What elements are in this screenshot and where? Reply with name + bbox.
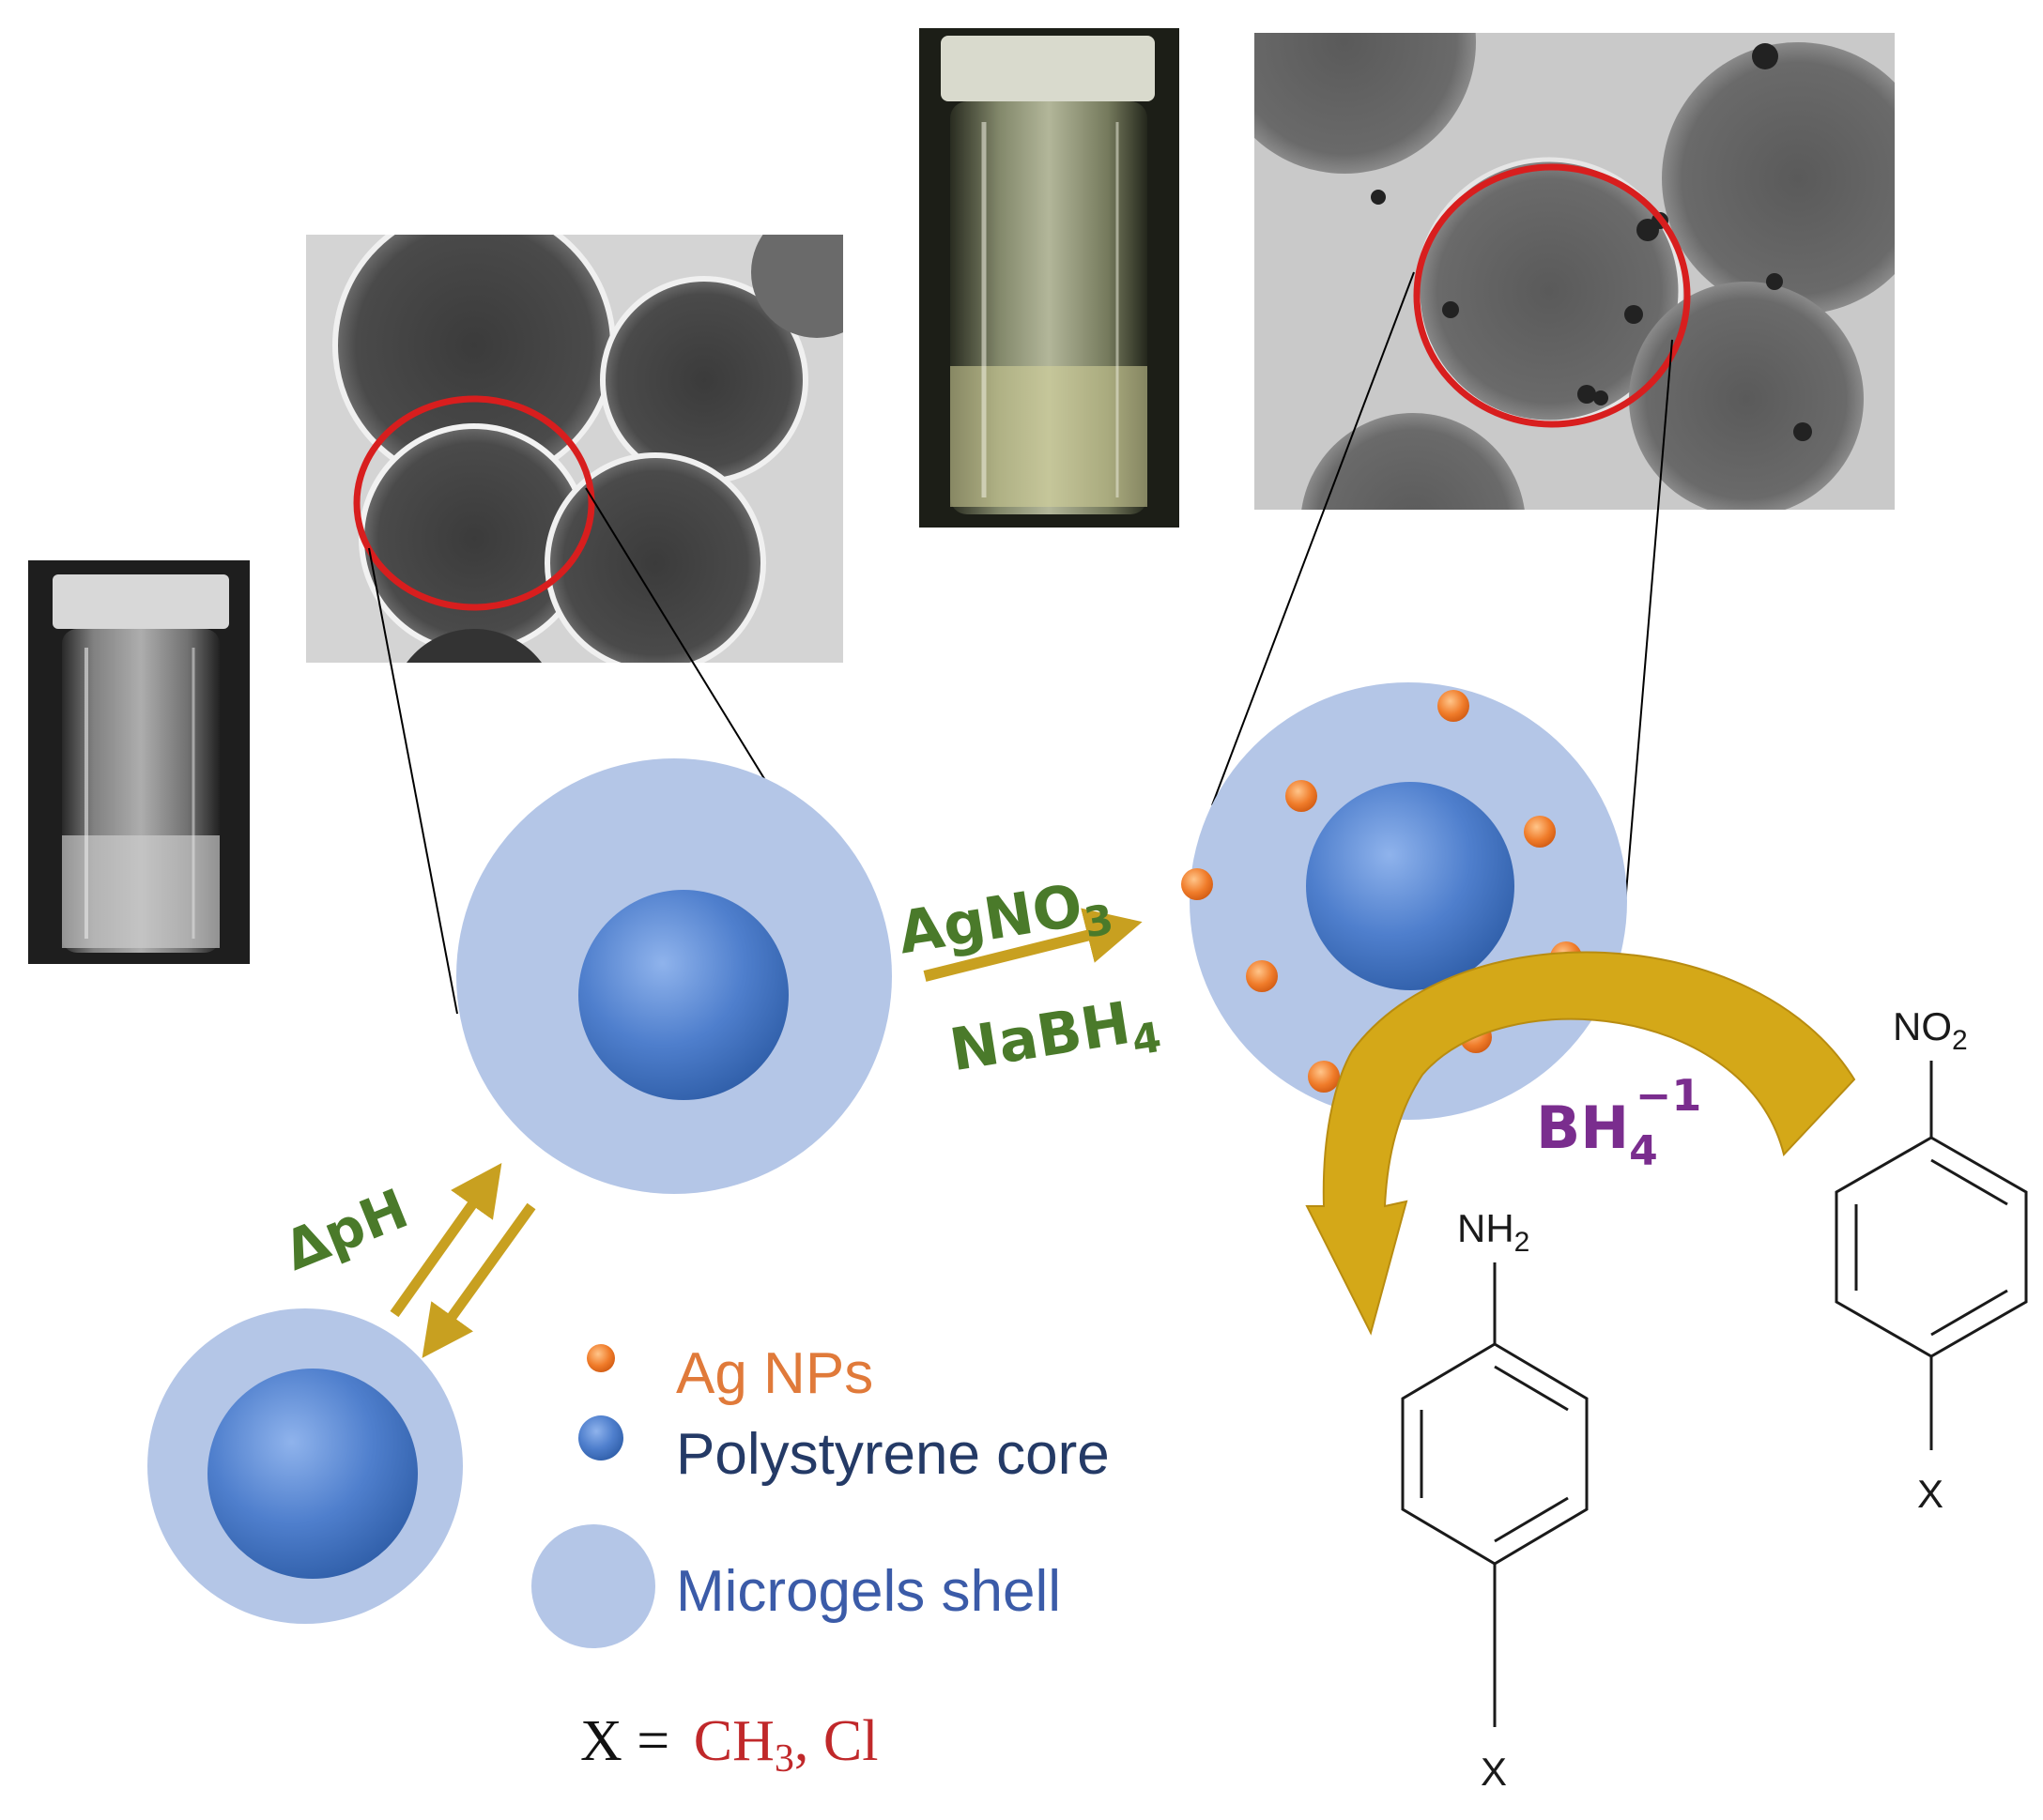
ag-nanoparticle xyxy=(1285,780,1317,812)
reagent-nabh4: NaBH4 xyxy=(945,984,1165,1094)
molecule-nitroarene xyxy=(1835,1061,2028,1450)
vial-photo-after xyxy=(919,28,1179,528)
ag-nanoparticle xyxy=(1437,690,1469,722)
legend-ag-swatch xyxy=(587,1344,615,1372)
legend-core-label: Polystyrene core xyxy=(676,1422,1110,1487)
ag-nanoparticle xyxy=(1246,960,1278,992)
substituent-definition: X = CH3, Cl xyxy=(580,1709,878,1781)
reagent-bh4: BH4−1 xyxy=(1536,1070,1701,1175)
nitro-x-label: X xyxy=(1917,1472,1943,1516)
aniline-x-label: X xyxy=(1481,1750,1507,1794)
highlight-circle xyxy=(1413,163,1691,428)
tem-image-after xyxy=(1254,33,1895,510)
molecule-aniline xyxy=(1401,1262,1589,1727)
microgel-swollen xyxy=(456,758,892,1194)
ag-nanoparticle xyxy=(1308,1061,1340,1093)
legend-ag-label: Ag NPs xyxy=(676,1341,873,1406)
ag-nanoparticle xyxy=(1524,816,1556,848)
legend: Ag NPs Polystyrene core Microgels shell xyxy=(531,1341,1110,1648)
microgel-collapsed xyxy=(147,1308,463,1624)
reagent-delta-ph: ΔpH xyxy=(275,1176,417,1283)
arrow-agno3 xyxy=(923,908,1143,982)
vial-photo-before xyxy=(28,560,250,964)
arrows-equilibrium-ph xyxy=(390,1163,536,1358)
nitro-label: NO2 xyxy=(1893,1004,1968,1056)
ag-nanoparticle xyxy=(1181,868,1213,900)
tem-image-before xyxy=(306,235,843,663)
arrow-reduction-curved xyxy=(1305,951,1856,1336)
legend-shell-label: Microgels shell xyxy=(676,1559,1061,1624)
legend-core-swatch xyxy=(578,1415,623,1461)
highlight-circle xyxy=(353,395,595,611)
legend-shell-swatch xyxy=(531,1524,655,1648)
amine-label: NH2 xyxy=(1457,1206,1529,1258)
